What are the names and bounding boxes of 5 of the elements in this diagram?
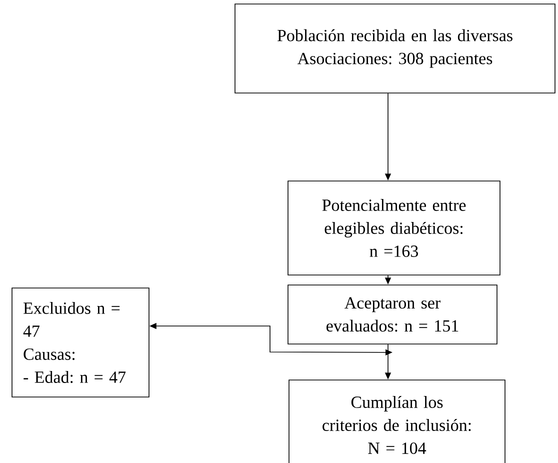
process-box: Potencialmente entre elegibles diabéticos: n =163	[288, 180, 500, 276]
process-box: Población recibida en las diversas Asociaciones: 308 pacientes	[234, 4, 556, 94]
process-box: Excluidos n = 47 Causas: - Edad: n = 47	[12, 288, 150, 398]
process-box: Cumplían los criterios de inclusión: N = 104	[288, 380, 506, 463]
process-box: Aceptaron ser evaluados: n = 151	[288, 284, 498, 344]
